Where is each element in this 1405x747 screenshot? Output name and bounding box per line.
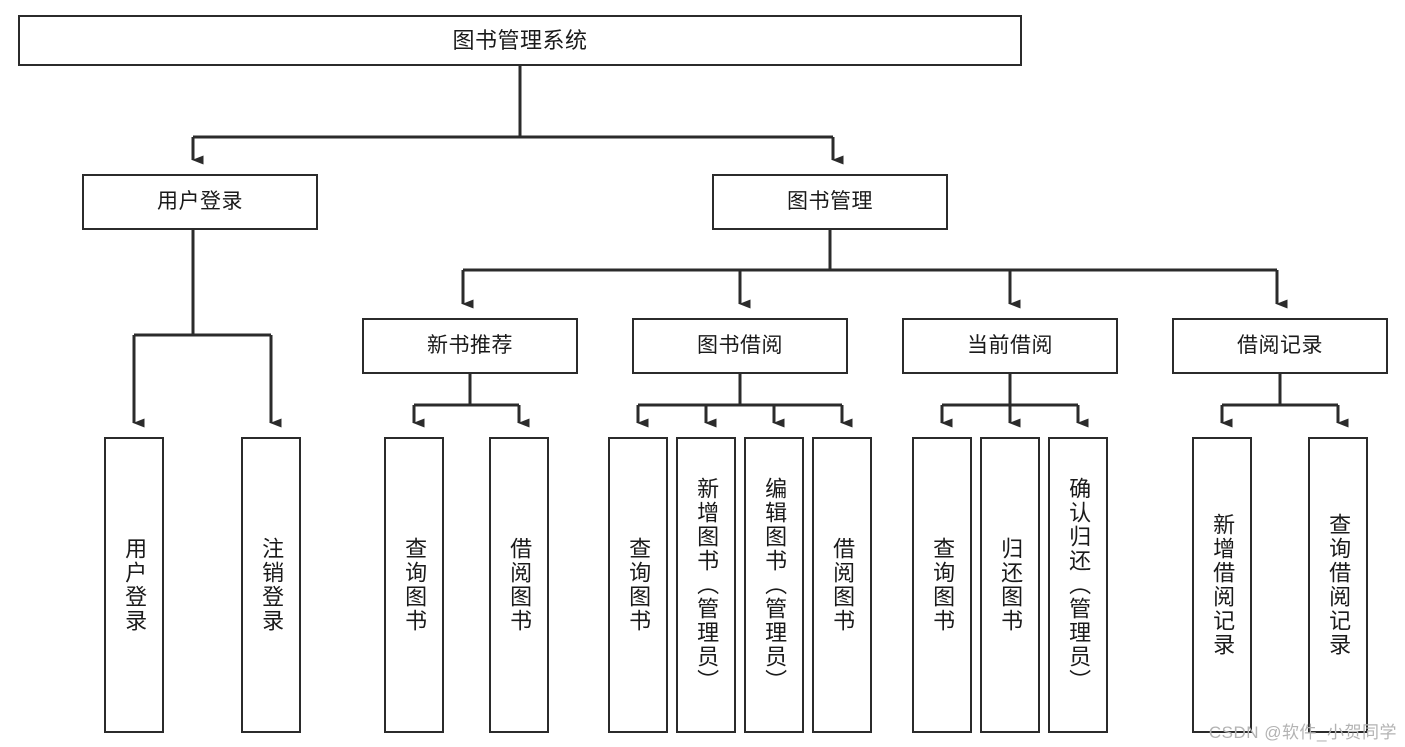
node-label: 归还图书 xyxy=(998,537,1024,633)
node-label: 用户登录 xyxy=(157,189,243,213)
node-leaf-borrow-book-2[interactable]: 借阅图书 xyxy=(812,437,872,733)
node-label: 确认归还（管理员） xyxy=(1066,477,1092,693)
node-leaf-borrow-book-1[interactable]: 借阅图书 xyxy=(489,437,549,733)
node-label: 当前借阅 xyxy=(967,333,1053,357)
node-label: 图书管理 xyxy=(787,189,873,213)
node-borrow-record[interactable]: 借阅记录 xyxy=(1172,318,1388,374)
node-label: 图书管理系统 xyxy=(452,27,588,53)
node-leaf-query-book-1[interactable]: 查询图书 xyxy=(384,437,444,733)
node-leaf-confirm-return[interactable]: 确认归还（管理员） xyxy=(1048,437,1108,733)
node-leaf-add-borrow-record[interactable]: 新增借阅记录 xyxy=(1192,437,1252,733)
node-book-borrow[interactable]: 图书借阅 xyxy=(632,318,848,374)
node-leaf-query-book-2[interactable]: 查询图书 xyxy=(608,437,668,733)
node-new-book-recommend[interactable]: 新书推荐 xyxy=(362,318,578,374)
node-leaf-user-login[interactable]: 用户登录 xyxy=(104,437,164,733)
node-leaf-logout-login[interactable]: 注销登录 xyxy=(241,437,301,733)
node-leaf-add-book[interactable]: 新增图书（管理员） xyxy=(676,437,736,733)
node-label: 新书推荐 xyxy=(427,333,513,357)
node-current-borrow[interactable]: 当前借阅 xyxy=(902,318,1118,374)
node-label: 查询图书 xyxy=(930,537,956,633)
node-leaf-return-book[interactable]: 归还图书 xyxy=(980,437,1040,733)
node-label: 查询借阅记录 xyxy=(1326,513,1352,657)
node-label: 新增借阅记录 xyxy=(1210,513,1236,657)
node-label: 查询图书 xyxy=(402,537,428,633)
node-label: 用户登录 xyxy=(122,537,148,633)
node-book-management[interactable]: 图书管理 xyxy=(712,174,948,230)
node-leaf-query-book-3[interactable]: 查询图书 xyxy=(912,437,972,733)
node-label: 借阅图书 xyxy=(507,537,533,633)
node-root-book-management-system[interactable]: 图书管理系统 xyxy=(18,15,1022,66)
node-label: 借阅记录 xyxy=(1237,333,1323,357)
node-label: 借阅图书 xyxy=(830,537,856,633)
node-label: 新增图书（管理员） xyxy=(694,477,720,693)
node-leaf-query-borrow-record[interactable]: 查询借阅记录 xyxy=(1308,437,1368,733)
node-user-login[interactable]: 用户登录 xyxy=(82,174,318,230)
node-leaf-edit-book[interactable]: 编辑图书（管理员） xyxy=(744,437,804,733)
node-label: 图书借阅 xyxy=(697,333,783,357)
node-label: 查询图书 xyxy=(626,537,652,633)
node-label: 编辑图书（管理员） xyxy=(762,477,788,693)
node-label: 注销登录 xyxy=(259,537,285,633)
